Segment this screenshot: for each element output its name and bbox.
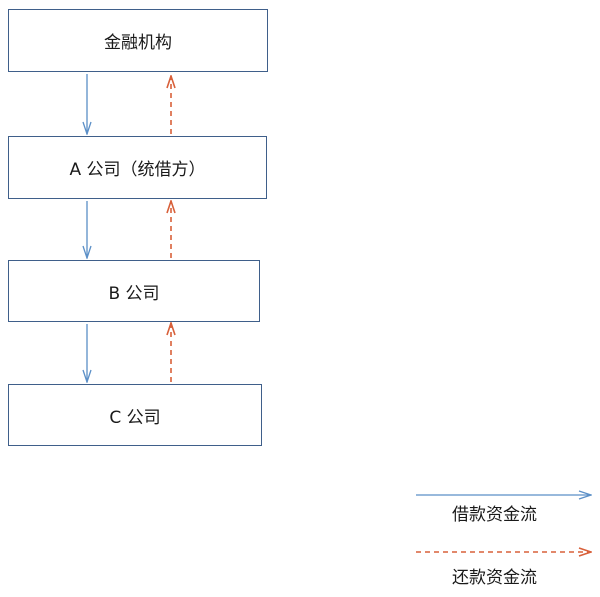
legend-loan-label: 借款资金流	[452, 505, 537, 525]
node-company-b: B 公司	[8, 260, 260, 322]
node-company-c: C 公司	[8, 384, 262, 446]
node-label: 金融机构	[104, 33, 172, 53]
legend-repayment-label: 还款资金流	[452, 568, 537, 588]
node-label: B 公司	[108, 283, 160, 304]
node-company-a: A 公司（统借方）	[8, 136, 267, 199]
node-label: A 公司（统借方）	[69, 160, 206, 180]
node-label: C 公司	[109, 407, 161, 428]
node-financial-institution: 金融机构	[8, 9, 268, 72]
